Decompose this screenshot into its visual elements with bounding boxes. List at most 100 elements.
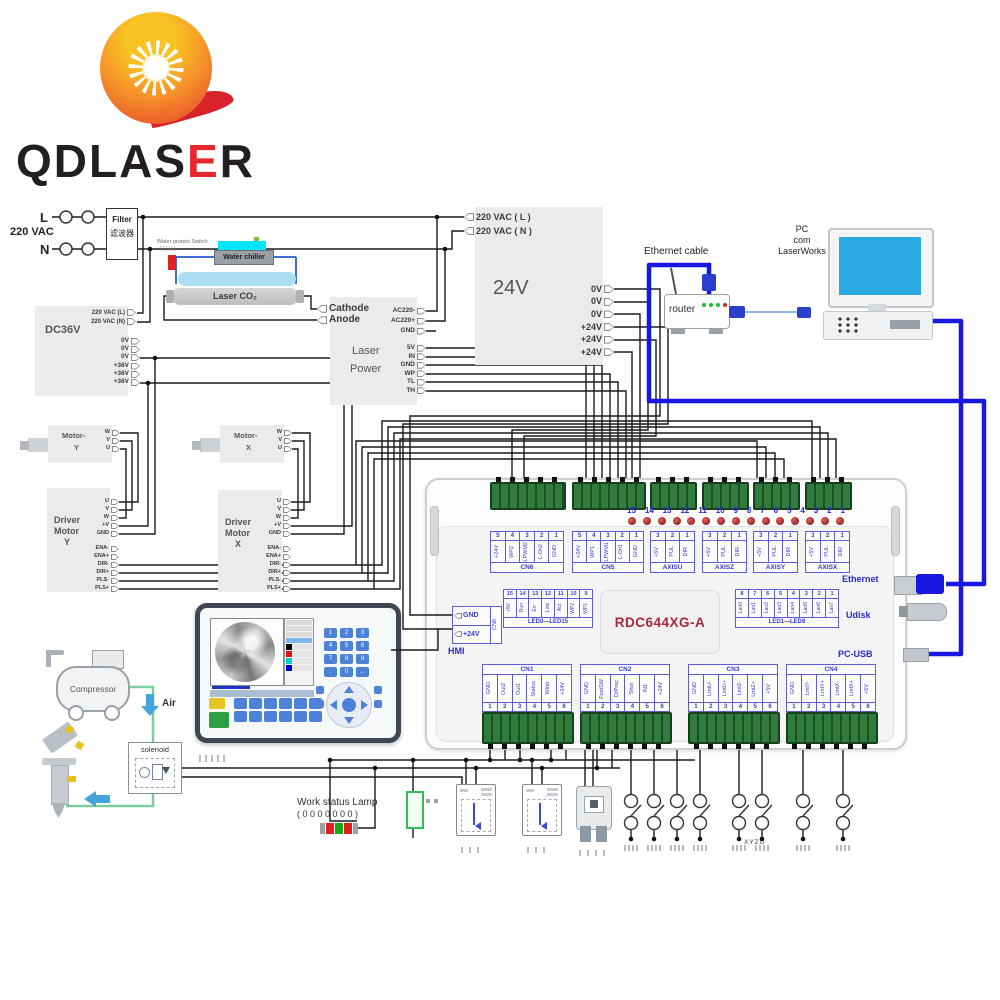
pin-row: AC220+ [352, 316, 426, 326]
laser-psu-box: Laser Power [330, 297, 417, 405]
hmi-key[interactable]: 4 [324, 641, 337, 651]
router-foot-right [709, 329, 723, 334]
relay-inner-symbol [527, 799, 557, 832]
pin-arrow-icon [131, 345, 140, 353]
water-inlet-connector [168, 255, 176, 270]
psu-36v-title: DC36V [45, 324, 81, 336]
pin-row: ENA+ [247, 553, 291, 561]
hmi-start-pause-key[interactable] [209, 712, 229, 728]
pcusb-plug [903, 648, 929, 662]
motor-x-shaft-end [192, 441, 201, 450]
hmi-key-u-up[interactable] [374, 686, 382, 694]
pin-row: +36V [84, 362, 140, 370]
mains-line-label: L [40, 210, 48, 225]
pin-row: DIR+ [247, 569, 291, 577]
pin-number: 14 [644, 506, 654, 515]
pin-row: PLS+ [247, 585, 291, 593]
work-lamp-label: Work status Lamp [297, 797, 378, 808]
hmi-arrow-pad[interactable] [326, 682, 372, 728]
pin-number: 13 [662, 506, 672, 515]
hmi-key[interactable]: 5 [340, 641, 353, 651]
pin-row: +24V [540, 333, 614, 346]
hmi-status-strip [210, 690, 314, 697]
pin-arrow-icon [131, 362, 140, 370]
hmi-function-keys[interactable] [234, 698, 322, 722]
arrow-down-icon[interactable] [344, 717, 354, 724]
hmi-key-u-down[interactable] [374, 700, 382, 708]
brand-letter: S [154, 135, 188, 187]
laser-ctrl-wires [426, 347, 627, 482]
pin-row: 220 VAC (L) [62, 308, 136, 317]
terminal-axisx [805, 477, 852, 510]
pin-number: 7 [760, 506, 765, 515]
arrow-left-icon[interactable] [330, 700, 337, 710]
compressor-wheel-right [104, 705, 120, 721]
laser-head-bracket [42, 721, 78, 754]
arrow-right-icon[interactable] [361, 700, 368, 710]
pin-arrow-icon [111, 578, 119, 584]
laser-head-nozzle-tip [52, 803, 65, 818]
pin-arrow-icon [417, 361, 426, 369]
hmi-key[interactable]: 0 [340, 667, 353, 677]
pin-arrow-icon [454, 631, 462, 638]
mains-neutral-label: N [40, 242, 50, 257]
relay-module-1 [456, 784, 496, 836]
relay-inner-symbol [461, 799, 491, 832]
pin-row: +24V [540, 346, 614, 359]
pin-arrow-icon [131, 379, 140, 387]
router-led-1 [702, 303, 706, 307]
motor-x-axis: X [246, 443, 252, 452]
laser-psu-ac-pins: AC220-AC220+GND [352, 306, 426, 336]
router-box: router [664, 294, 730, 334]
hmi-key[interactable]: ← [356, 667, 369, 677]
hmi-key[interactable]: 8 [340, 654, 353, 664]
arrow-up-icon[interactable] [344, 686, 354, 693]
motor-x-shaft [200, 438, 220, 452]
hmi-key[interactable]: 6 [356, 641, 369, 651]
pin-arrow-icon [283, 546, 291, 552]
ethernet-cable-label: Ethernet cable [644, 246, 709, 257]
pin-row: +V [75, 522, 119, 530]
pin-arrow-icon [417, 344, 426, 352]
pin-row: W [75, 514, 119, 522]
pin-row: GND [247, 530, 291, 538]
hmi-key[interactable]: 7 [324, 654, 337, 664]
ethernet-port-label: Ethernet [842, 574, 879, 584]
pin-arrow-icon [283, 531, 291, 537]
brand-letter: E [187, 135, 220, 187]
filter-box: Filter 滤波器 [106, 208, 138, 260]
work-lamp-sub: ( 0 0 0 0 0 0 0 ) [297, 809, 359, 819]
hmi-color-row-red [286, 651, 312, 657]
pin-arrow-icon [284, 446, 292, 452]
hmi-key[interactable]: 3 [356, 628, 369, 638]
psu-36v-inputs: 220 VAC (L)220 VAC (N) [62, 308, 136, 326]
pin-row: AC220- [352, 306, 426, 316]
pin-number: 10 [715, 506, 725, 515]
motor-x-title: Motor- [234, 431, 258, 440]
hmi-key-z-up[interactable] [316, 686, 324, 694]
hmi-key[interactable]: 9 [356, 654, 369, 664]
motor-x-box: Motor- X [220, 425, 284, 463]
pin-arrow-icon [111, 531, 119, 537]
sensor-module [576, 786, 612, 830]
pin-arrow-icon [111, 546, 119, 552]
pin-row: DIR+ [75, 569, 119, 577]
pin-arrow-icon [111, 586, 119, 592]
hmi-key[interactable]: . [324, 667, 337, 677]
pin-arrow-icon [464, 227, 474, 235]
hmi-key[interactable]: 2 [340, 628, 353, 638]
enter-button[interactable] [342, 698, 356, 712]
water-protect-ticks: ( | | | | ) [160, 246, 176, 252]
pin-row: 0V [84, 345, 140, 353]
hmi-key[interactable]: 1 [324, 628, 337, 638]
tube-cap-left [166, 290, 174, 303]
pin-row: U [247, 498, 291, 506]
hmi-reset-key[interactable] [209, 698, 225, 709]
